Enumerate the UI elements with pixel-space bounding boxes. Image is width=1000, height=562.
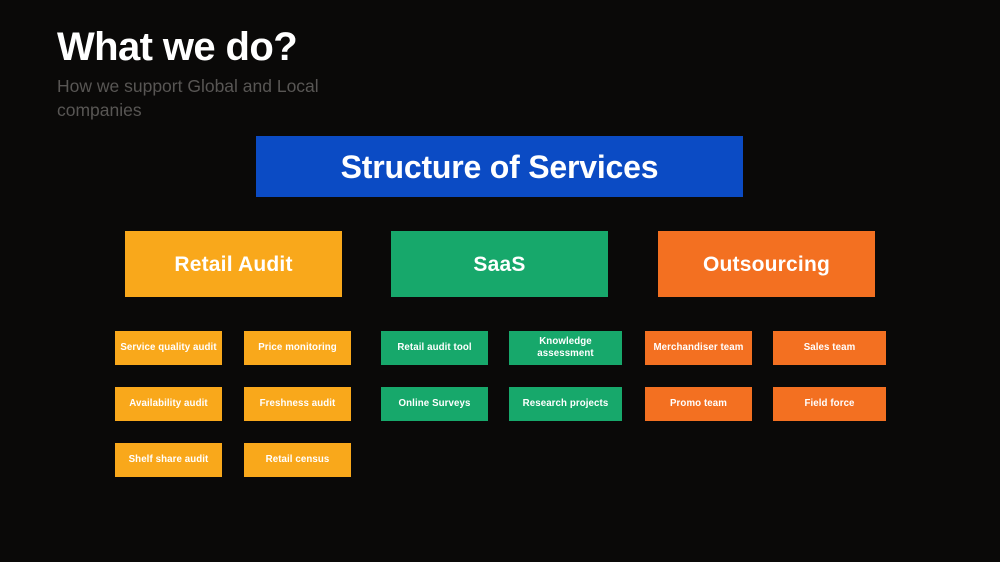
sub-item-label: Availability audit [129,397,208,409]
sub-item-knowledge-assessment[interactable]: Knowledge assessment [509,331,622,365]
service-column-saas: SaaS Retail audit tool Knowledge assessm… [381,231,622,421]
sub-item-grid-saas: Retail audit tool Knowledge assessment O… [381,331,622,421]
sub-item-availability-audit[interactable]: Availability audit [115,387,222,421]
service-column-retail-audit: Retail Audit Service quality audit Price… [115,231,351,477]
sub-item-research-projects[interactable]: Research projects [509,387,622,421]
sub-item-label: Retail audit tool [397,341,472,353]
sub-item-price-monitoring[interactable]: Price monitoring [244,331,351,365]
sub-item-retail-census[interactable]: Retail census [244,443,351,477]
sub-item-label: Freshness audit [259,397,336,409]
sub-item-label: Online Surveys [398,397,471,409]
sub-item-service-quality-audit[interactable]: Service quality audit [115,331,222,365]
banner-label: Structure of Services [340,148,659,185]
sub-item-shelf-share-audit[interactable]: Shelf share audit [115,443,222,477]
sub-item-sales-team[interactable]: Sales team [773,331,886,365]
column-header-outsourcing[interactable]: Outsourcing [658,231,875,297]
sub-item-label: Field force [804,397,855,409]
sub-item-online-surveys[interactable]: Online Surveys [381,387,488,421]
sub-item-label: Sales team [803,341,856,353]
sub-item-retail-audit-tool[interactable]: Retail audit tool [381,331,488,365]
sub-item-grid-outsourcing: Merchandiser team Sales team Promo team … [645,331,886,421]
column-header-label: SaaS [473,252,526,276]
sub-item-label: Shelf share audit [128,453,209,465]
page-subtitle: How we support Global and Local companie… [57,76,319,121]
sub-item-label: Merchandiser team [653,341,744,353]
column-header-saas[interactable]: SaaS [391,231,608,297]
sub-item-label: Service quality audit [120,341,217,353]
sub-item-label: Knowledge assessment [537,335,594,359]
structure-of-services-banner: Structure of Services [256,136,743,197]
column-header-retail-audit[interactable]: Retail Audit [125,231,342,297]
sub-item-label: Retail census [265,453,330,465]
sub-item-label: Research projects [522,397,609,409]
page-title: What we do? [57,25,298,69]
service-column-outsourcing: Outsourcing Merchandiser team Sales team… [645,231,886,421]
slide-header: What we do? How we support Global and Lo… [57,25,477,122]
column-header-label: Outsourcing [702,252,831,276]
column-header-label: Retail Audit [174,252,293,276]
sub-item-label: Price monitoring [258,341,337,353]
sub-item-field-force[interactable]: Field force [773,387,886,421]
sub-item-promo-team[interactable]: Promo team [645,387,752,421]
sub-item-freshness-audit[interactable]: Freshness audit [244,387,351,421]
sub-item-merchandiser-team[interactable]: Merchandiser team [645,331,752,365]
sub-item-label: Promo team [670,397,727,409]
sub-item-grid-retail-audit: Service quality audit Price monitoring A… [115,331,352,477]
